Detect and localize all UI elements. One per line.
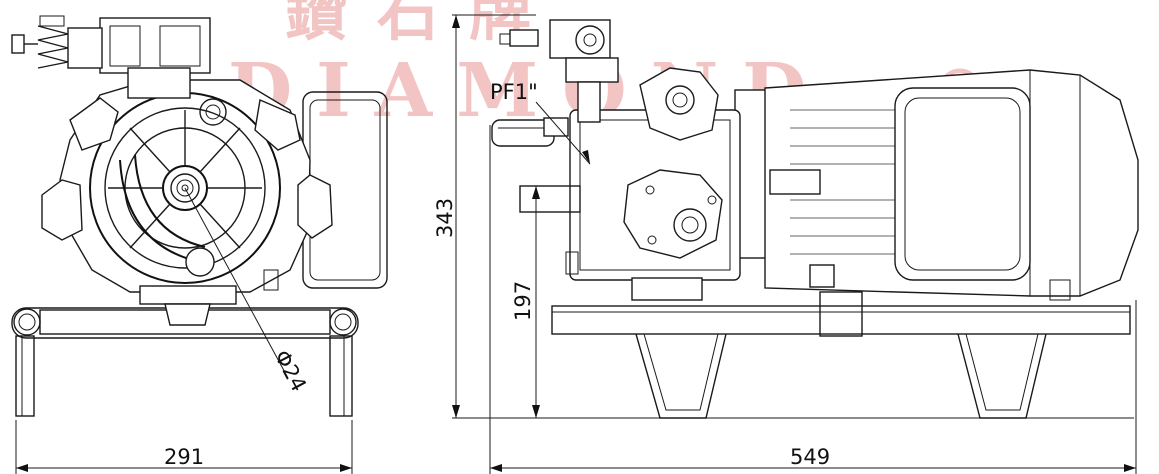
pressure-spring <box>11 15 103 69</box>
electric-motor <box>734 69 1139 301</box>
front-width-dimension: 291 <box>164 445 204 469</box>
side-length-dimension: 549 <box>790 445 830 469</box>
diameter-callout: Φ24 <box>270 346 312 395</box>
side-view: PF1" 549 <box>489 19 1139 474</box>
port-callout: PF1" <box>490 80 538 104</box>
watermark-brand-cjk: 鑽石牌 <box>285 0 561 49</box>
total-height-dimension: 343 <box>433 198 457 238</box>
pump-head-side <box>491 19 741 301</box>
diameter-leader <box>184 187 289 379</box>
pump-body-front <box>11 15 333 326</box>
front-view: Φ24 291 <box>11 15 388 474</box>
port-leader <box>535 101 591 165</box>
inlet-height-dimension: 197 <box>511 281 535 321</box>
